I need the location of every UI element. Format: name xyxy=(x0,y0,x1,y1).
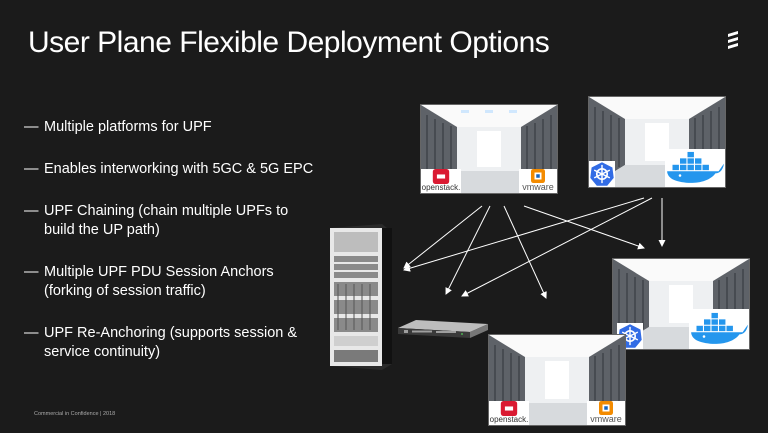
vmware-label: vmware xyxy=(590,415,622,425)
openstack-logo-icon: openstack. xyxy=(421,169,461,193)
docker-logo-icon xyxy=(665,149,725,187)
footer-text: Commercial in Confidence | 2018 xyxy=(34,411,115,417)
arrow-line xyxy=(404,206,482,268)
vmware-logo-icon: vmware xyxy=(587,401,625,425)
datacenter-openstack-vmware-2: openstack. vmware xyxy=(488,334,626,426)
server-rack-icon xyxy=(322,224,394,370)
arrow-line xyxy=(446,206,490,294)
bullet-item: Multiple platforms for UPF xyxy=(24,118,314,137)
docker-logo-icon xyxy=(689,309,749,349)
vmware-label: vmware xyxy=(522,183,554,193)
kubernetes-logo-icon xyxy=(589,161,615,187)
bullet-list: Multiple platforms for UPF Enables inter… xyxy=(24,118,314,385)
openstack-label: openstack. xyxy=(421,184,462,193)
datacenter-openstack-vmware-1: openstack. vmware xyxy=(420,104,558,194)
ericsson-logo-icon xyxy=(726,30,740,50)
vmware-logo-icon: vmware xyxy=(519,169,557,193)
arrow-line xyxy=(524,206,644,248)
bullet-item: Enables interworking with 5GC & 5G EPC xyxy=(24,160,314,179)
rack-server-icon xyxy=(396,318,488,340)
openstack-label: openstack. xyxy=(489,416,530,425)
bullet-item: Multiple UPF PDU Session Anchors (forkin… xyxy=(24,263,314,301)
bullet-item: UPF Re-Anchoring (supports session & ser… xyxy=(24,324,314,362)
datacenter-kubernetes-docker-1 xyxy=(588,96,726,188)
datacenter-kubernetes-docker-2 xyxy=(612,258,750,350)
openstack-logo-icon: openstack. xyxy=(489,401,529,425)
bullet-item: UPF Chaining (chain multiple UPFs to bui… xyxy=(24,202,314,240)
page-title: User Plane Flexible Deployment Options xyxy=(28,26,549,60)
arrow-line xyxy=(404,198,644,270)
arrow-line xyxy=(504,206,546,298)
